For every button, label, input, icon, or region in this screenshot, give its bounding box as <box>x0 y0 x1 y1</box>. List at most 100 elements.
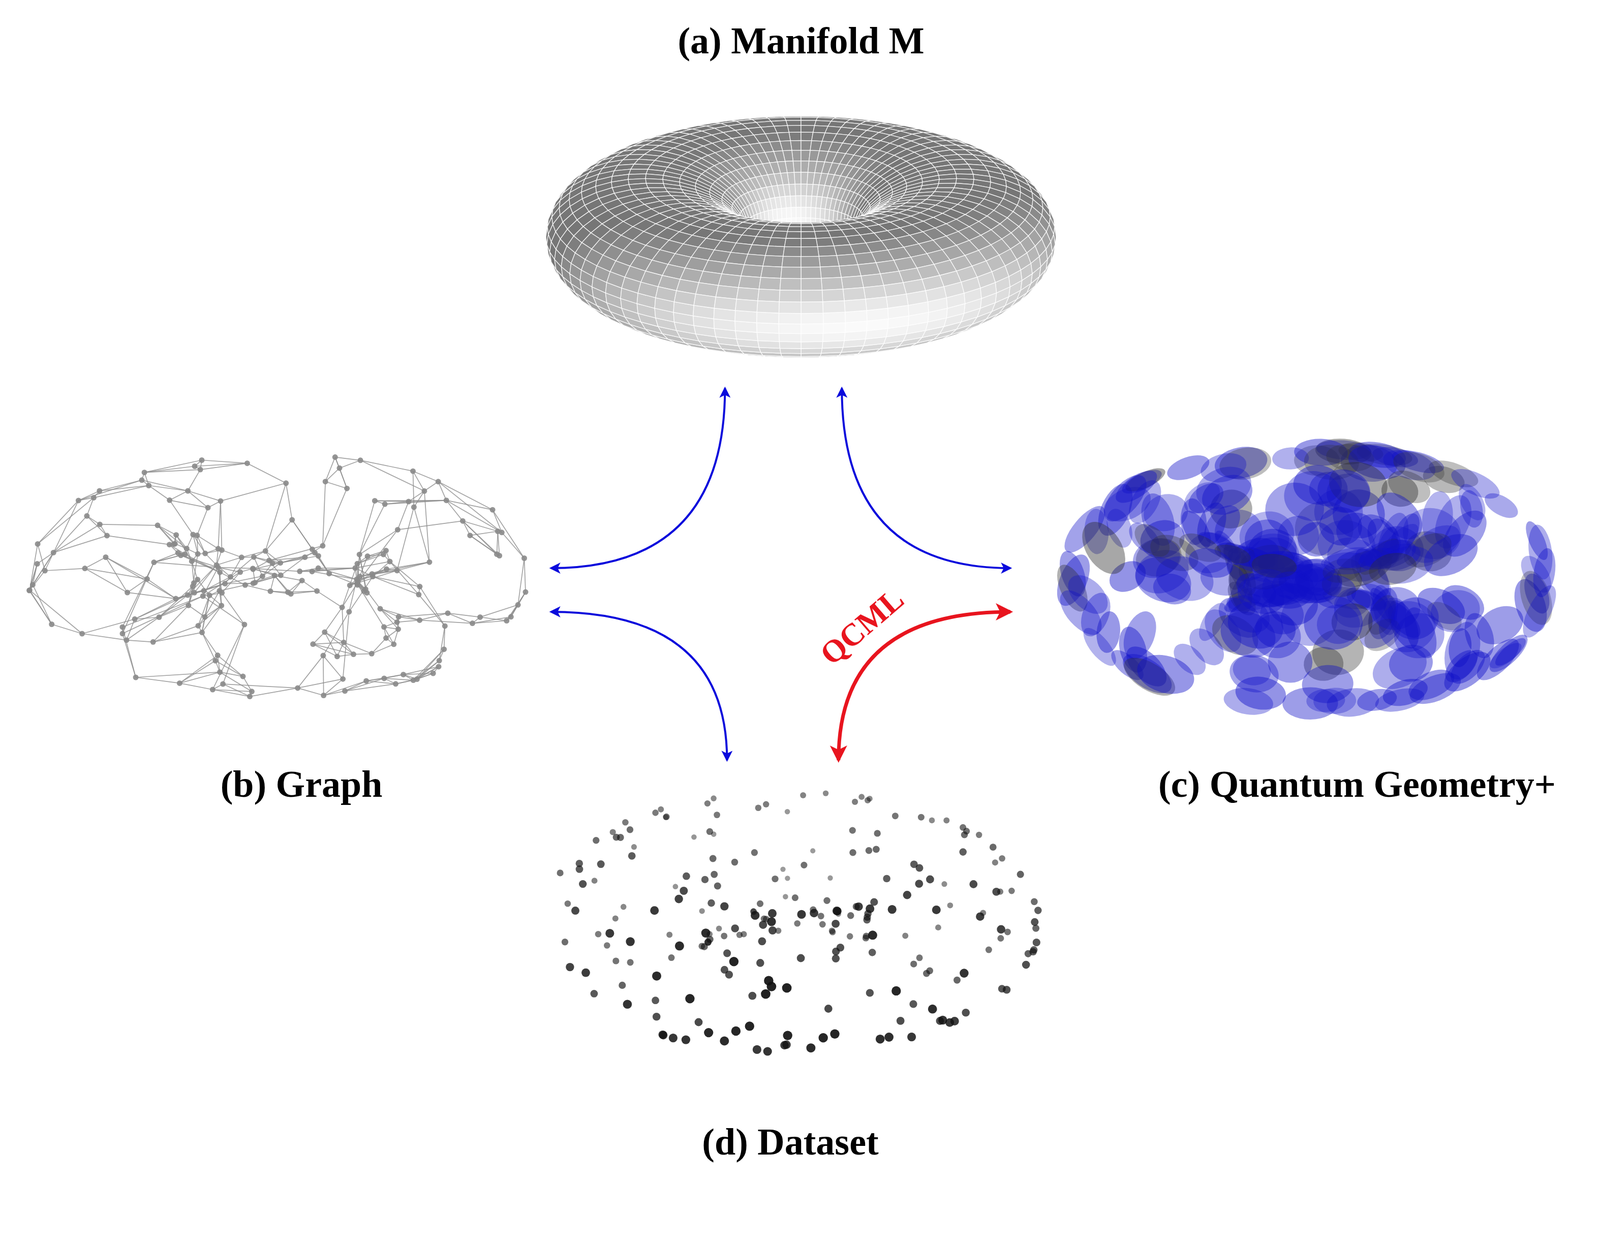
graph-vertex <box>119 630 126 637</box>
torus-facet <box>783 246 802 257</box>
graph-edge <box>198 605 222 627</box>
graph-edge <box>157 525 175 544</box>
graph-edge <box>462 520 497 555</box>
graph-vertex <box>199 457 205 464</box>
graph-edge <box>86 497 95 516</box>
graph-vertex <box>217 669 223 675</box>
graph-vertex <box>380 551 387 558</box>
graph-vertex <box>346 608 352 615</box>
graph-vertex <box>26 588 33 594</box>
torus-facet <box>821 277 844 291</box>
graph-edge <box>317 591 343 608</box>
graph-edge <box>122 596 203 628</box>
graph-edge <box>29 570 45 591</box>
graph-edge <box>297 679 344 689</box>
graph-vertex <box>212 658 219 664</box>
torus-facet <box>801 150 811 162</box>
graph-edge <box>159 586 193 618</box>
graph-vertex <box>314 588 320 595</box>
torus-facet <box>744 254 766 267</box>
graph-edge <box>221 550 242 558</box>
torus-facet <box>785 120 802 126</box>
graph-vertex <box>369 571 376 577</box>
graph-vertex <box>372 498 378 504</box>
graph-vertex <box>251 554 257 561</box>
graph-edge <box>127 578 148 593</box>
graph-edge <box>134 598 176 620</box>
torus-facet <box>734 310 757 323</box>
torus-facet <box>822 332 846 342</box>
graph-edge <box>380 608 399 618</box>
graph-edge <box>357 583 385 628</box>
graph-edge <box>280 552 316 564</box>
graph-edge <box>265 519 293 551</box>
graph-edge <box>193 534 206 554</box>
graph-edge <box>126 617 160 641</box>
graph-vertex <box>340 676 346 683</box>
graph-edge <box>212 624 245 690</box>
graph-vertex <box>26 587 33 594</box>
graph-vertex <box>310 641 316 648</box>
graph-vertex <box>185 602 192 609</box>
graph-edge <box>212 689 252 692</box>
graph-vertex <box>139 477 145 483</box>
graph-edge <box>323 611 350 656</box>
graph-vertex <box>400 671 407 678</box>
graph-edge <box>329 573 358 586</box>
graph-edge <box>179 683 213 690</box>
torus-facet <box>756 322 780 334</box>
graph-edge <box>159 605 189 618</box>
graph-edge <box>360 460 413 472</box>
graph-vertex <box>436 663 442 670</box>
torus-facet <box>752 236 772 246</box>
graph-edge <box>339 460 361 469</box>
graph-vertex <box>363 590 370 596</box>
graph-edge <box>492 509 525 559</box>
torus-facet <box>784 238 802 248</box>
graph-edge <box>202 595 210 633</box>
graph-edge <box>323 679 344 696</box>
graph-vertex <box>289 516 295 523</box>
graph-vertex <box>173 532 179 538</box>
graph-vertex <box>123 637 130 643</box>
graph-edge <box>297 655 324 689</box>
torus-facet <box>630 164 651 170</box>
graph-vertex <box>103 554 109 561</box>
graph-vertex <box>259 573 266 579</box>
torus-facet <box>645 178 664 184</box>
graph-edge <box>470 535 498 555</box>
graph-vertex <box>426 559 433 566</box>
graph-vertex <box>381 675 387 682</box>
graph-edge <box>154 562 219 568</box>
torus-facet <box>865 296 888 311</box>
graph-edge <box>325 468 340 482</box>
graph-vertex <box>394 619 400 626</box>
graph-vertex <box>283 480 289 486</box>
graph-edge <box>175 583 226 600</box>
graph-vertex <box>183 545 190 552</box>
graph-vertex <box>411 504 417 511</box>
graph-vertex <box>522 589 529 596</box>
graph-vertex <box>394 567 400 574</box>
torus-facet <box>822 289 845 302</box>
graph-vertex <box>215 564 222 571</box>
graph-edge <box>225 582 254 584</box>
graph-edge <box>506 604 518 621</box>
graph-edge <box>286 483 293 520</box>
graph-edge <box>397 501 409 530</box>
graph-edge <box>396 620 420 623</box>
graph-vertex <box>202 614 208 621</box>
graph-vertex <box>387 559 393 565</box>
graph-vertex <box>277 560 284 566</box>
graph-edge <box>313 644 354 655</box>
torus-facet <box>787 226 802 232</box>
graph-edge <box>152 625 199 642</box>
graph-edge <box>438 481 493 510</box>
graph-edge <box>322 481 326 546</box>
graph-vertex <box>508 613 514 620</box>
torus-facet <box>844 299 867 313</box>
graph-edge <box>179 660 215 684</box>
torus-facet <box>817 245 838 257</box>
graph-edge <box>349 570 397 586</box>
graph-vertex <box>240 673 246 680</box>
